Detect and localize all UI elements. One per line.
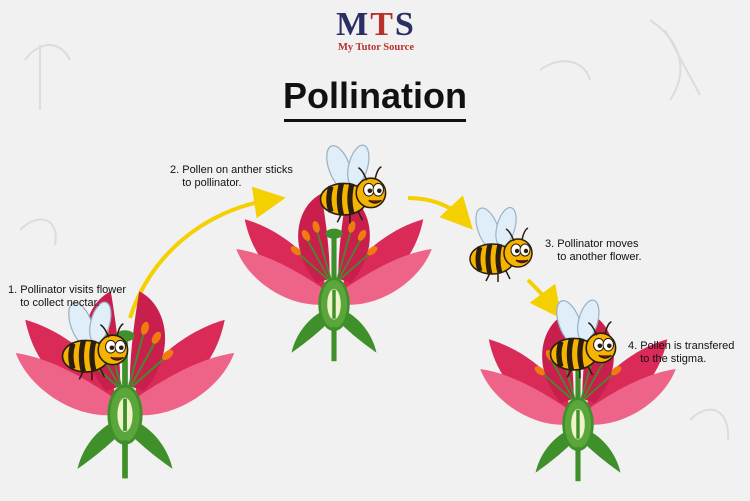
step-2-label: 2. Pollen on anther sticks to pollinator… [170,164,293,189]
logo-subtitle: My Tutor Source [337,42,415,53]
bee-3 [470,205,532,282]
step-3-label: 3. Pollinator moves to another flower. [545,238,642,263]
bee-2 [321,142,386,223]
background-foliage [19,19,730,441]
page-title: Pollination [283,75,467,116]
step-1-label: 1. Pollinator visits flower to collect n… [8,284,126,309]
logo-mark: MTS [336,6,416,43]
title-underline [284,119,466,122]
arrow-2-to-3 [407,195,473,230]
flower-1 [14,289,236,480]
step-4-label: 4. Pollen is transfered to the stigma. [628,340,735,365]
flower-2 [234,192,434,363]
logo: MTS My Tutor Source [326,6,426,53]
arrow-3-to-4 [526,278,562,319]
